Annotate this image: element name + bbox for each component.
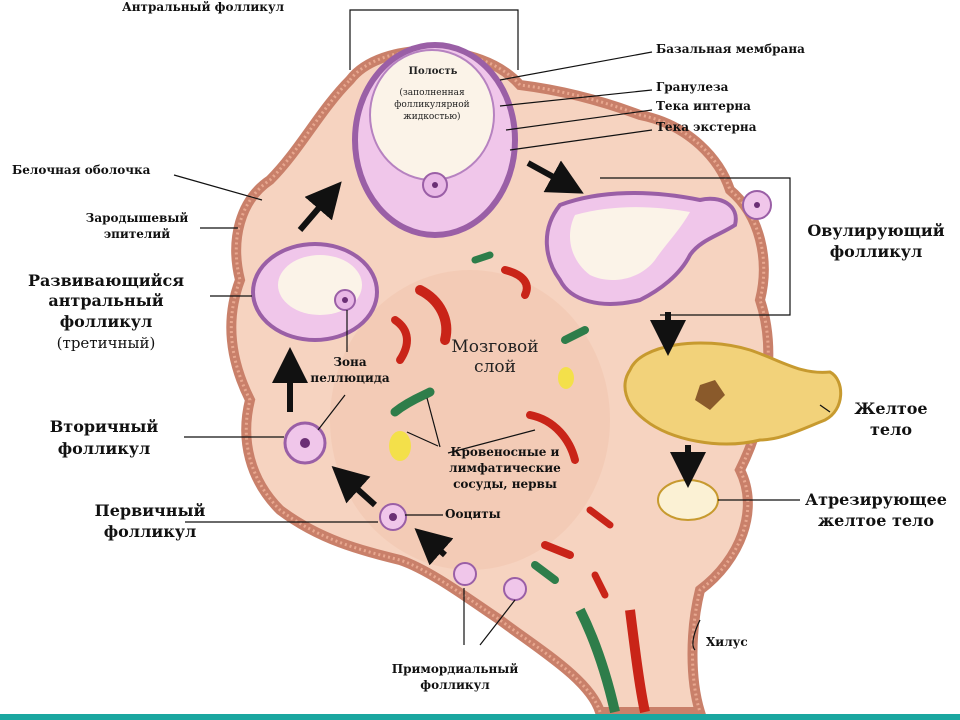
nerve-2 [558, 367, 574, 389]
label-cavity-note-3: жидкостью) [403, 112, 461, 122]
label-basal-membrane: Базальная мембрана [656, 42, 805, 56]
vessel-1 [415, 285, 452, 345]
corpus-luteum-center [695, 380, 725, 410]
label-germinal-epithelium-2: эпителий [103, 227, 171, 241]
leader-lines [173, 9, 831, 651]
label-zona-pellucida-2: пеллюцида [310, 371, 390, 385]
label-atretic-1: Атрезирующее [805, 490, 947, 509]
label-cavity-note-1: (заполненная [399, 88, 465, 98]
vessel-2 [391, 316, 411, 364]
label-antral-follicle: Антральный фолликул [122, 0, 285, 14]
developing-follicle-nucleus [342, 297, 348, 303]
label-developing-antral-2: антральный [48, 291, 164, 310]
hilus-vessel-green [575, 607, 620, 714]
label-secondary-1: Вторичный [49, 417, 159, 436]
arrow-primordial-to-primary [414, 528, 454, 566]
label-theca-externa: Тека экстерна [656, 120, 757, 134]
vessel-9 [531, 561, 559, 584]
label-granulosa: Гранулеза [656, 80, 729, 94]
ovulating-follicle-cavity [570, 207, 690, 280]
label-primary-2: фолликул [103, 522, 197, 541]
label-atretic-2: желтое тело [818, 511, 934, 530]
ovary-cortex-line [229, 49, 770, 713]
label-primary-1: Первичный [94, 501, 206, 520]
label-vessels-1: Кровеносные и [450, 445, 560, 459]
label-germinal-epithelium-1: Зародышевый [85, 211, 189, 225]
vessel-5 [561, 326, 589, 344]
atretic-corpus-luteum [657, 479, 719, 521]
vessel-6 [390, 387, 435, 417]
label-cavity-note-2: фолликулярной [394, 100, 470, 110]
vessel-7 [526, 411, 579, 464]
label-oocytes: Ооциты [445, 507, 501, 521]
label-medulla-2: слой [474, 357, 516, 377]
arrow-antral-to-ovulating [526, 160, 584, 194]
nerve-1 [389, 431, 411, 461]
label-developing-antral-1: Развивающийся [27, 271, 185, 290]
primordial-follicle-b [503, 577, 527, 601]
hilus-vessel-red [625, 609, 650, 714]
label-medulla-1: Мозговой [451, 337, 539, 357]
vessel-11 [591, 571, 609, 599]
label-primordial-1: Примордиальный [391, 662, 519, 676]
label-developing-antral-4: (третичный) [56, 334, 156, 352]
primary-follicle-nucleus [389, 513, 397, 521]
label-theca-interna: Тека интерна [656, 99, 751, 113]
arrow-primary-to-secondary [331, 465, 378, 508]
label-tunica-albuginea: Белочная оболочка [12, 163, 151, 177]
label-developing-antral-3: фолликул [59, 312, 153, 331]
label-ovulating-2: фолликул [829, 242, 923, 261]
primordial-follicle-a [453, 562, 477, 586]
ovulated-oocyte-nucleus [754, 202, 760, 208]
medulla-region [330, 270, 610, 570]
antral-follicle-nucleus [432, 182, 438, 188]
vessel-8 [541, 541, 574, 559]
vessel-10 [586, 506, 614, 529]
secondary-follicle-nucleus [300, 438, 310, 448]
label-secondary-2: фолликул [57, 439, 151, 458]
vessel-3 [501, 266, 531, 299]
label-corpus-luteum-2: тело [869, 420, 913, 439]
label-ovulating-1: Овулирующий [807, 221, 945, 240]
bottom-accent-bar [0, 714, 960, 720]
label-hilus: Хилус [706, 635, 748, 649]
label-vessels-2: лимфатические [449, 461, 561, 475]
label-vessels-3: сосуды, нервы [453, 477, 557, 491]
arrow-developing-to-antral [297, 181, 342, 232]
label-corpus-luteum-1: Желтое [854, 399, 928, 418]
corpus-luteum [623, 341, 843, 446]
label-primordial-2: фолликул [420, 678, 490, 692]
label-cavity: Полость [408, 66, 458, 77]
vessel-4 [471, 251, 494, 264]
label-zona-pellucida-1: Зона [333, 355, 367, 369]
